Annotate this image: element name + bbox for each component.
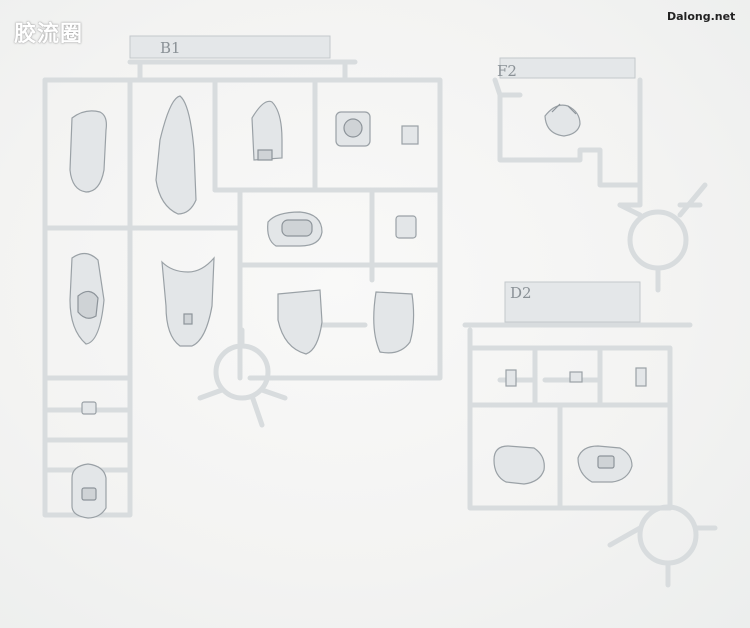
sprue-d2-label: D2 [510,284,532,302]
part-b1-torso [161,256,215,347]
part-d2-pin-3 [635,367,647,387]
sprue-b1-tab [129,35,331,59]
part-d2-pin-1 [505,369,517,387]
part-b1-peg [395,215,417,239]
sprue-f2-label: F2 [497,62,517,80]
sprue-b1-label: B1 [160,39,181,57]
part-b1-joint-socket [343,118,363,138]
sprue-f2-tab [499,57,636,79]
sprue-d2: D2 [462,281,718,588]
part-b1-armor-right [373,291,415,354]
sprue-b1: B1 [42,35,443,519]
part-b1-cylinder-shade [281,219,313,237]
part-b1-armor-left [277,289,323,355]
watermark-dalong: Dalong.net [667,10,736,23]
part-b1-shin-detail [77,290,99,319]
part-b1-fin-slot [257,149,273,161]
sprue-f2: F2 [492,57,708,293]
part-d2-left-oval [493,445,545,485]
part-b1-leg-shell [155,95,197,215]
sprue-d2-tab [504,281,641,323]
part-f2-head [544,104,581,137]
part-b1-small-joint [81,401,97,415]
part-b1-small-cap [401,125,419,145]
part-d2-block-slot [597,455,615,469]
part-b1-foot-slot [81,487,97,501]
part-b1-upper-left [69,110,107,193]
watermark-chinese: 胶流圈 [14,22,84,47]
part-d2-pin-2 [569,371,583,383]
part-b1-fin [251,100,283,161]
part-b1-torso-slot [183,313,193,325]
